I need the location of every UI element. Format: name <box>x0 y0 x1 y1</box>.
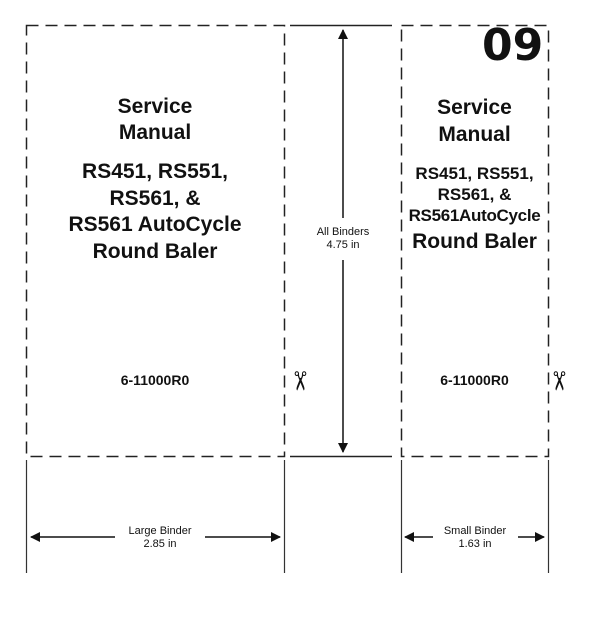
large-binder-dimension-value: 2.85 in <box>143 538 177 551</box>
models-line-3: RS561 AutoCycle <box>68 213 242 236</box>
height-dimension-value: 4.75 in <box>326 239 360 252</box>
title-service: Service <box>437 96 512 119</box>
scissors-icon: ✂ <box>543 370 574 392</box>
models-line-2: RS561, & <box>109 187 201 210</box>
large-binder-dimension-label: Large Binder <box>128 525 192 537</box>
small-binder-dimension-label: Small Binder <box>443 525 507 537</box>
section-number: 09 <box>482 20 544 71</box>
title-service: Service <box>117 95 193 118</box>
product-name: Round Baler <box>92 240 218 263</box>
models-line-3: RS561AutoCycle <box>408 206 541 225</box>
models-line-1: RS451, RS551, <box>415 164 534 183</box>
title-manual: Manual <box>438 123 511 146</box>
large-binder-dimension: Large Binder 2.85 in <box>115 525 205 552</box>
models-line-2: RS561, & <box>437 185 512 204</box>
small-binder-dimension-value: 1.63 in <box>458 538 492 551</box>
height-dimension-label: All Binders <box>316 226 370 238</box>
scissors-icon: ✂ <box>284 370 315 392</box>
part-number: 6-11000R0 <box>120 372 190 388</box>
models-line-1: RS451, RS551, <box>82 160 228 183</box>
small-binder-dimension: Small Binder 1.63 in <box>435 525 515 552</box>
part-number: 6-11000R0 <box>440 372 509 388</box>
title-manual: Manual <box>118 121 192 144</box>
height-dimension: All Binders 4.75 in <box>300 226 386 253</box>
product-name: Round Baler <box>412 230 537 253</box>
